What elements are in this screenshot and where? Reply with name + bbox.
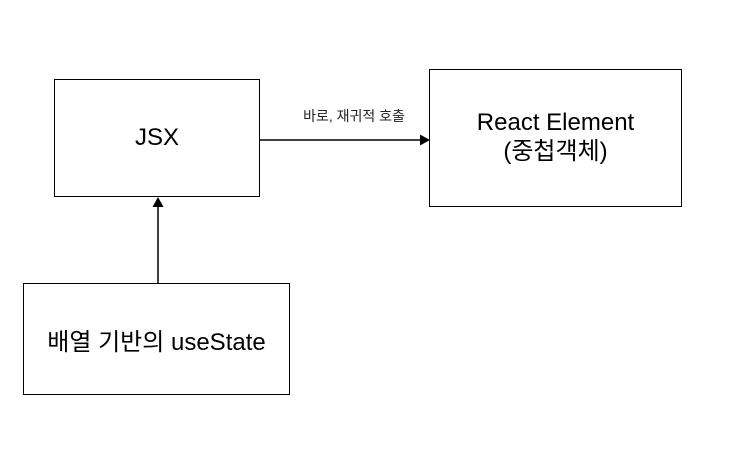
jsx-node: JSX (54, 79, 260, 197)
edge-label-jsx-to-react: 바로, 재귀적 호출 (303, 108, 405, 124)
react-element-label-line1: React Element (476, 109, 635, 137)
react-element-label: React Element (중첩객체) (477, 109, 634, 167)
usestate-node: 배열 기반의 useState (23, 283, 290, 395)
arrow-usestate-to-jsx-head (152, 197, 164, 207)
jsx-node-label: JSX (134, 124, 179, 151)
react-element-node: React Element (중첩객체) (429, 69, 682, 207)
usestate-node-label: 배열 기반의 useState (47, 328, 266, 356)
react-element-label-line2: (중첩객체) (503, 138, 608, 165)
